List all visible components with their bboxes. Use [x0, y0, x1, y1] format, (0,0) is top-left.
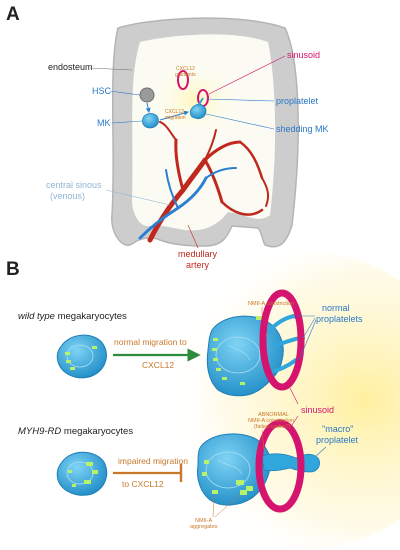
impaired-migration-label-2: to CXCL12 [122, 479, 164, 489]
myh9-mk-large [197, 433, 320, 506]
label-cxcl12-gradients-1: CXCL12 [176, 66, 195, 72]
leader-shedding-mk [205, 113, 275, 130]
leader-proplatelet-a [205, 98, 275, 102]
normal-proplatelets-label-2: proplatelets [316, 314, 363, 324]
leader-endosteum [89, 67, 133, 71]
normal-migration-label-2: CXCL12 [142, 360, 174, 370]
impaired-migration-label-1: impaired migration [118, 456, 188, 466]
label-sinusoid-b: sinusoid [301, 405, 334, 415]
leader-medullary [187, 224, 199, 249]
aggregates-label-2: aggregates [190, 524, 218, 530]
leader-hsc [109, 90, 141, 96]
hsc-to-mk-arrow [145, 102, 151, 113]
abnormal-label-1: ABNORMAL [258, 412, 289, 418]
shedding-mk-cell [189, 104, 207, 119]
wildtype-mk-small [56, 334, 107, 379]
panel-b-letter: B [6, 259, 20, 280]
sinusoid-small [177, 70, 189, 90]
sinusoid-ring-top [259, 289, 305, 391]
label-sinusoid-a: sinusoid [287, 50, 320, 60]
sinusoid-ring-bottom [255, 419, 305, 513]
abnormal-label-2: NMII-A constriction [248, 418, 294, 424]
normal-migration-label-1: normal migration to [114, 337, 187, 347]
proplatelet-extension [197, 97, 204, 107]
leader-central-sinus [105, 189, 171, 206]
label-shedding-mk: shedding MK [276, 124, 329, 134]
vascular-tree [138, 121, 270, 243]
leader-abnormal [261, 429, 265, 451]
myh9-mk-small [56, 451, 108, 496]
leader-sinusoid-a [208, 55, 286, 95]
myh9-title: MYH9-RD megakaryocytes [18, 426, 133, 437]
label-medullary-1: medullary [178, 249, 218, 259]
panel-b: B wild type megakaryocytes normal migrat… [6, 250, 400, 550]
macro-proplatelet-label-1: "macro" [322, 424, 353, 434]
label-mk: MK [97, 118, 111, 128]
wildtype-title: wild type megakaryocytes [18, 311, 127, 322]
leader-sinusoid-b-top [289, 387, 299, 405]
label-cxcl12-migration-1: CXCL12 [165, 109, 184, 115]
label-cxcl12-gradients-2: gradients [175, 72, 196, 78]
label-proplatelet-a: proplatelet [276, 96, 319, 106]
hsc-cell [139, 87, 155, 103]
aggregates-label-1: NMII-A [195, 518, 212, 524]
mk-migration-arrow [159, 110, 189, 121]
label-cxcl12-migration-2: migration [165, 115, 186, 121]
label-central-sinus-1: central sinous [46, 180, 102, 190]
label-medullary-2: artery [186, 260, 210, 270]
normal-proplatelets-label-1: normal [322, 303, 350, 313]
leader-aggregates-1 [214, 493, 241, 518]
abnormal-label-3: (failed cycles?) [254, 424, 291, 430]
mk-cell [142, 113, 159, 129]
leader-mk [111, 120, 143, 124]
label-central-sinus-2: (venous) [50, 191, 85, 201]
label-hsc: HSC [92, 86, 112, 96]
nmiia-constriction-label: NMII-A constriction [248, 301, 294, 307]
leader-macro-proplatelet [315, 446, 327, 457]
leader-aggregates-2 [212, 495, 215, 518]
label-endosteum: endosteum [48, 62, 93, 72]
leader-proplatelet-2 [302, 317, 316, 339]
panel-a-letter: A [6, 4, 20, 25]
panel-a: A [6, 4, 329, 270]
macro-proplatelet-label-2: proplatelet [316, 435, 359, 445]
cxcl12-glow [140, 55, 250, 145]
leader-proplatelet-3 [298, 319, 317, 361]
